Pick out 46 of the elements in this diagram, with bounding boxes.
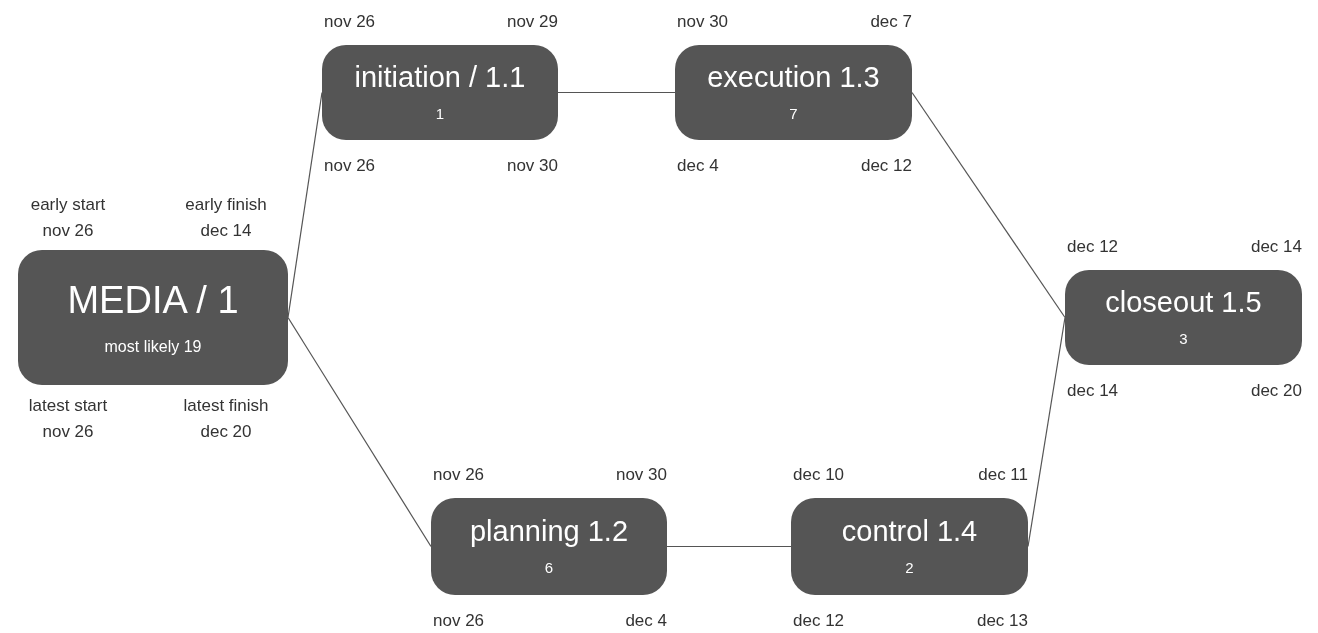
activity-title: planning 1.2 — [470, 514, 628, 550]
activity-box — [18, 250, 288, 385]
date-label: dec 4 — [677, 155, 720, 177]
duration-text: 1 — [435, 104, 445, 125]
date-label: nov 29 — [505, 11, 558, 33]
connector-line — [557, 91, 676, 94]
date-label: latest finish dec 20 — [182, 395, 270, 443]
date-label: dec 7 — [869, 11, 912, 33]
date-label: dec 14 — [1067, 380, 1120, 402]
duration-text: 7 — [789, 104, 798, 125]
activity-box — [791, 498, 1028, 595]
activity-title: control 1.4 — [841, 514, 978, 550]
date-label: dec 10 — [793, 464, 846, 486]
date-label: nov 30 — [677, 11, 730, 33]
duration-text: 2 — [905, 558, 914, 579]
date-label: nov 30 — [614, 464, 667, 486]
activity-box — [431, 498, 667, 595]
date-label: nov 26 — [324, 11, 377, 33]
date-label: nov 26 — [433, 610, 486, 632]
date-label: dec 12 — [859, 155, 912, 177]
activity-box — [1065, 270, 1302, 365]
date-label: early start nov 26 — [29, 194, 107, 242]
date-label: dec 11 — [977, 464, 1028, 486]
duration-text: most likely 19 — [104, 336, 202, 357]
date-label: dec 4 — [624, 610, 667, 632]
activity-title: MEDIA / 1 — [67, 277, 239, 323]
activity-box — [675, 45, 912, 140]
date-label: nov 26 — [433, 464, 486, 486]
connector-line — [666, 545, 792, 548]
date-label: nov 30 — [505, 155, 558, 177]
activity-title: initiation / 1.1 — [354, 60, 526, 96]
date-label: nov 26 — [324, 155, 377, 177]
date-label: early finish dec 14 — [184, 194, 268, 242]
duration-text: 3 — [1179, 329, 1188, 350]
date-label: dec 20 — [1249, 380, 1302, 402]
date-label: latest start nov 26 — [27, 395, 109, 443]
activity-title: closeout 1.5 — [1105, 285, 1262, 321]
date-label: dec 13 — [975, 610, 1028, 632]
connector-line — [287, 316, 432, 548]
date-label: dec 12 — [793, 610, 846, 632]
activity-box — [322, 45, 558, 140]
connector-line — [911, 91, 1066, 319]
activity-title: execution 1.3 — [707, 60, 880, 96]
date-label: dec 14 — [1249, 236, 1302, 258]
date-label: dec 12 — [1067, 236, 1120, 258]
duration-text: 6 — [544, 558, 554, 579]
